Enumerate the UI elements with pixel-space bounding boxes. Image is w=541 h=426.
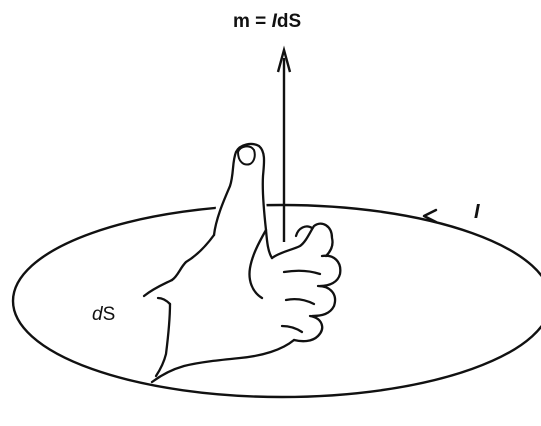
moment-vector-arrow xyxy=(278,50,290,242)
moment-label-area: dS xyxy=(277,11,301,32)
moment-label-prefix: m = xyxy=(233,11,272,32)
area-label-suffix: S xyxy=(103,304,116,325)
area-label: dS xyxy=(92,304,115,325)
moment-label: m = IdS xyxy=(233,11,301,32)
hand-fill xyxy=(142,144,342,382)
current-label: I xyxy=(474,201,480,223)
